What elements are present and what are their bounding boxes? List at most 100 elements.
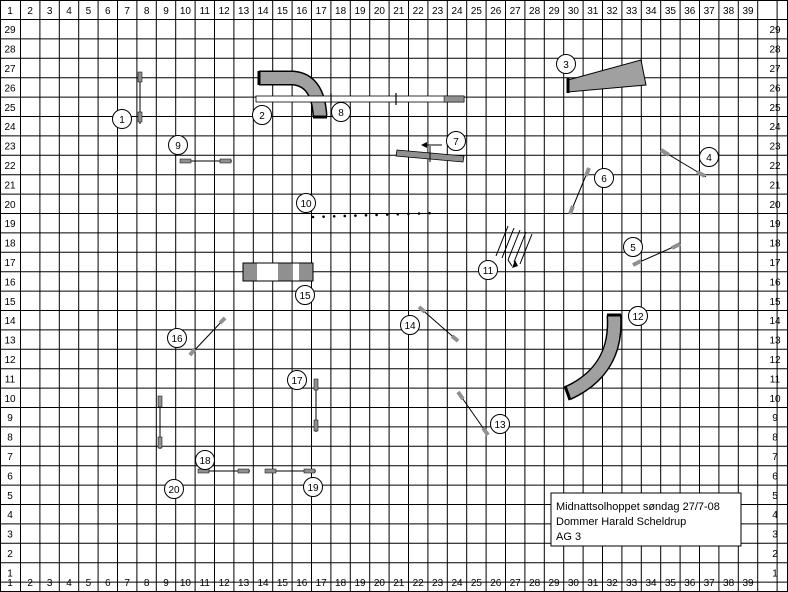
weave-pole: [417, 212, 421, 215]
x-axis-label-bottom: 36: [684, 578, 696, 589]
y-axis-label-right: 4: [772, 510, 778, 521]
obstacle-20-number: 20: [164, 479, 184, 499]
x-axis-label-bottom: 12: [219, 578, 231, 589]
x-axis-label-bottom: 34: [645, 578, 657, 589]
y-axis-label-left: 29: [4, 25, 16, 36]
svg-text:4: 4: [706, 153, 712, 164]
obstacle-19-number: 19: [303, 477, 323, 497]
y-axis-label-right: 2: [772, 549, 778, 560]
weave-pole: [311, 215, 315, 219]
x-axis-label-bottom: 19: [354, 578, 366, 589]
y-axis-label-left: 3: [7, 530, 13, 541]
weave-pole: [407, 212, 410, 216]
obstacle-3-chute: [566, 59, 647, 93]
obstacle-14-number: 14: [400, 315, 420, 335]
x-axis-label-bottom: 2: [27, 578, 33, 589]
weave-pole: [354, 214, 357, 217]
obstacle-5-jump: [632, 242, 681, 267]
x-axis-label-bottom: 14: [257, 578, 269, 589]
y-axis-label-left: 2: [7, 549, 13, 560]
y-axis-label-left: 5: [7, 491, 13, 502]
x-axis-label-bottom: 18: [335, 578, 347, 589]
x-axis-label-top: 2: [27, 6, 33, 17]
y-axis-label-left: 23: [4, 142, 16, 153]
x-axis-label-top: 24: [451, 6, 463, 17]
x-axis-label-top: 37: [704, 6, 716, 17]
x-axis-label-bottom: 37: [704, 578, 716, 589]
y-axis-label-right: 15: [769, 297, 781, 308]
x-axis-label-top: 13: [238, 6, 250, 17]
y-axis-label-left: 19: [4, 219, 16, 230]
x-axis-label-bottom: 33: [626, 578, 638, 589]
x-axis-label-top: 32: [607, 6, 619, 17]
obstacle-10-weave-poles: [311, 211, 431, 219]
svg-text:8: 8: [338, 108, 344, 119]
weave-pole: [343, 214, 347, 218]
svg-text:9: 9: [175, 141, 181, 152]
obstacle-16-number: 16: [167, 328, 187, 348]
y-axis-label-right: 5: [772, 491, 778, 502]
x-axis-label-top: 25: [471, 6, 483, 17]
svg-text:17: 17: [291, 376, 303, 387]
obstacle-7-number: 7: [446, 131, 466, 151]
x-axis-label-top: 16: [296, 6, 308, 17]
x-axis-label-bottom: 28: [529, 578, 541, 589]
weave-pole: [375, 213, 378, 217]
svg-text:5: 5: [630, 243, 636, 254]
obstacle-3-number: 3: [556, 54, 576, 74]
y-axis-label-left: 4: [7, 510, 13, 521]
x-axis-label-bottom: 38: [723, 578, 735, 589]
y-axis-label-left: 7: [7, 452, 13, 463]
x-axis-label-top: 38: [723, 6, 735, 17]
obstacle-19-jump: [264, 468, 316, 474]
x-axis-label-bottom: 3: [47, 578, 53, 589]
x-axis-label-top: 3: [47, 6, 53, 17]
x-axis-label-top: 28: [529, 6, 541, 17]
x-axis-label-top: 18: [335, 6, 347, 17]
obstacle-4-number: 4: [699, 147, 719, 167]
x-axis-label-top: 15: [277, 6, 289, 17]
x-axis-label-top: 30: [568, 6, 580, 17]
x-axis-label-bottom: 8: [144, 578, 150, 589]
svg-text:7: 7: [453, 137, 459, 148]
obstacle-9-jump: [179, 158, 232, 164]
svg-text:15: 15: [299, 291, 311, 302]
x-axis-label-bottom: 26: [490, 578, 502, 589]
x-axis-label-bottom: 4: [66, 578, 72, 589]
obstacle-2-number: 2: [252, 105, 272, 125]
y-axis-label-right: 18: [769, 239, 781, 250]
x-axis-label-top: 5: [86, 6, 92, 17]
y-axis-label-left: 27: [4, 64, 16, 75]
y-axis-label-right: 14: [769, 316, 781, 327]
x-axis-label-top: 10: [180, 6, 192, 17]
svg-text:19: 19: [307, 483, 319, 494]
y-axis-label-right: 8: [772, 433, 778, 444]
y-axis-label-left: 17: [4, 258, 16, 269]
obstacle-5-number: 5: [623, 237, 643, 257]
x-axis-label-bottom: 25: [471, 578, 483, 589]
x-axis-label-top: 23: [432, 6, 444, 17]
x-axis-label-top: 4: [66, 6, 72, 17]
x-axis-label-top: 1: [7, 6, 13, 17]
y-axis-label-right: 24: [769, 122, 781, 133]
x-axis-label-bottom: 20: [374, 578, 386, 589]
y-axis-label-left: 9: [7, 413, 13, 424]
y-axis-label-left: 24: [4, 122, 16, 133]
x-axis-label-top: 26: [490, 6, 502, 17]
y-axis-label-left: 22: [4, 161, 16, 172]
y-axis-label-left: 1: [7, 568, 13, 579]
x-axis-label-bottom: 5: [86, 578, 92, 589]
y-axis-label-left: 14: [4, 316, 16, 327]
y-axis-label-right: 11: [770, 374, 781, 385]
x-axis-label-bottom: 22: [413, 578, 425, 589]
weave-pole: [396, 212, 400, 216]
obstacle-14-jump: [417, 305, 460, 343]
x-axis-label-top: 22: [413, 6, 425, 17]
weave-pole: [332, 215, 336, 218]
left-axis-labels: 2928272625242322212019181716151413121110…: [4, 25, 16, 579]
y-axis-label-right: 28: [769, 45, 781, 56]
